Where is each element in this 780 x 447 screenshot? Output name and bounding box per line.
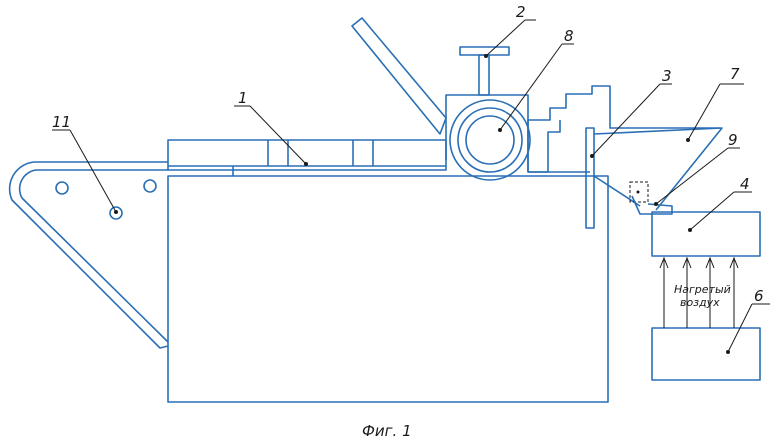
top-rail: [168, 140, 446, 176]
label-3: 3: [662, 67, 672, 85]
main-housing: [168, 176, 608, 402]
screw-press: [460, 47, 509, 95]
air-note-line2: воздух: [680, 296, 720, 309]
conveyor-roller-1: [56, 182, 68, 194]
label-8: 8: [564, 27, 574, 45]
heated-roller: [466, 116, 514, 164]
pressing-lever: [352, 18, 446, 134]
label-6: 6: [754, 287, 764, 305]
hot-air-source: [652, 328, 760, 380]
label-7: 7: [730, 65, 740, 83]
label-4: 4: [740, 175, 750, 193]
label-11: 11: [52, 113, 71, 131]
label-1: 1: [238, 89, 248, 107]
air-note-line1: Нагретый: [674, 283, 731, 296]
guide-plate: [586, 128, 594, 228]
label-2: 2: [516, 3, 526, 21]
conveyor-roller-2: [144, 180, 156, 192]
figure-caption: Фиг. 1: [362, 422, 412, 440]
feed-hopper: [594, 128, 722, 210]
heating-chamber: [652, 212, 760, 256]
callouts: 1 2 8 3 7 9 4 6: [52, 3, 770, 354]
roller-assembly: [446, 95, 548, 180]
conveyor-belt: [10, 162, 168, 348]
label-9: 9: [728, 131, 738, 149]
